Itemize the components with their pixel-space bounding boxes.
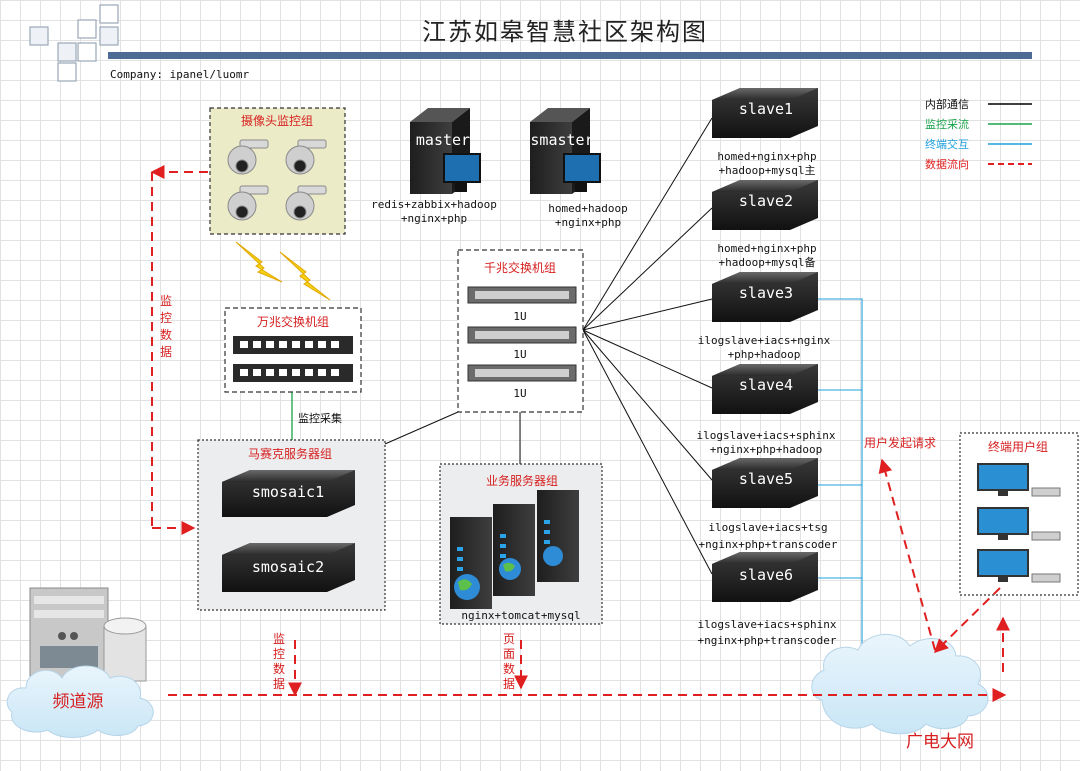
wireless-lightning-icon	[235, 241, 331, 301]
slave4-name: slave4	[739, 376, 793, 394]
database-server-icon	[29, 587, 147, 682]
mosaic-group: 马赛克服务器组 smosaic1 smosaic2	[197, 439, 386, 611]
slave2-name: slave2	[739, 192, 793, 210]
master-services-line1: redis+zabbix+hadoop	[371, 198, 497, 211]
monitor-data-left-char-4: 据	[160, 345, 172, 359]
slave4-server: slave4 ilogslave+iacs+sphinx +nginx+php+…	[696, 364, 836, 456]
switch-unit-2-label: 1U	[513, 348, 526, 361]
internal-links	[384, 117, 713, 575]
slave3-server: slave3 ilogslave+iacs+nginx +php+hadoop	[698, 272, 831, 361]
smosaic1-name: smosaic1	[252, 483, 324, 501]
page-data-char-1: 页	[503, 632, 515, 646]
data-flow-arrows	[150, 165, 1010, 702]
legend-item-label: 数据流向	[925, 157, 969, 171]
page-data-char-2: 面	[503, 647, 515, 661]
broadcast-net-label: 广电大网	[906, 732, 974, 752]
smaster-services-line2: +nginx+php	[555, 216, 621, 229]
slave1-line2: +hadoop+mysql主	[718, 164, 815, 177]
smosaic2-server: smosaic2	[222, 543, 355, 592]
legend-item-label: 监控采流	[925, 117, 969, 131]
monitor-data-left-char-3: 数	[160, 327, 172, 342]
title-underline	[108, 52, 1032, 59]
business-group: 业务服务器组 nginx+tomcat+mysql	[439, 463, 603, 625]
slave5-name: slave5	[739, 470, 793, 488]
slave1-line1: homed+nginx+php	[717, 150, 816, 163]
slave6-name: slave6	[739, 566, 793, 584]
switch-unit-3	[467, 364, 577, 382]
monitor-data-left-char-1: 监	[160, 294, 172, 308]
monitor-icon	[977, 463, 1061, 583]
channel-source: 频道源	[6, 587, 154, 738]
page-data-char-3: 数	[503, 661, 515, 676]
monitor-data-left-label: 监 控 数 据	[160, 294, 172, 359]
slave5-server: slave5 ilogslave+iacs+tsg +nginx+php+tra…	[698, 458, 838, 551]
switch-unit-1	[467, 286, 577, 304]
monitor-data-bottom-char-2: 控	[273, 647, 285, 661]
slave3-name: slave3	[739, 284, 793, 302]
monitor-collect-label: 监控采集	[298, 411, 342, 425]
slave6-line1: ilogslave+iacs+sphinx	[697, 618, 836, 631]
smosaic2-name: smosaic2	[252, 558, 324, 576]
switch-10g-group: 万兆交换机组	[224, 307, 362, 393]
globe-icon	[454, 546, 563, 600]
switch-unit-2	[467, 326, 577, 344]
user-request-label: 用户发起请求	[864, 435, 936, 450]
camera-group: 摄像头监控组	[209, 107, 346, 235]
slave1-server: slave1 homed+nginx+php +hadoop+mysql主	[712, 88, 818, 177]
terminal-links	[818, 298, 863, 665]
monitor-data-left-char-2: 控	[160, 311, 172, 325]
smaster-name: smaster	[530, 131, 593, 149]
slave3-line1: ilogslave+iacs+nginx	[698, 334, 831, 347]
switch-1g-title: 千兆交换机组	[484, 260, 556, 275]
slave6-line2: +nginx+php+transcoder	[697, 634, 836, 647]
page-data-label: 页 面 数 据	[503, 632, 515, 691]
legend-item-label: 终端交互	[925, 137, 969, 151]
mosaic-group-title: 马赛克服务器组	[248, 446, 332, 461]
slave2-line1: homed+nginx+php	[717, 242, 816, 255]
monitor-data-bottom-char-1: 监	[273, 632, 285, 646]
slave4-line2: +nginx+php+hadoop	[710, 443, 823, 456]
slave-servers: slave1 homed+nginx+php +hadoop+mysql主 sl…	[696, 88, 838, 647]
slave2-line2: +hadoop+mysql备	[718, 255, 815, 269]
company-label: Company: ipanel/luomr	[110, 68, 249, 81]
camera-group-title: 摄像头监控组	[241, 113, 313, 128]
legend-item-label: 内部通信	[925, 97, 969, 111]
smaster-server: smaster homed+hadoop +nginx+php	[530, 108, 628, 229]
slave5-line2: +nginx+php+transcoder	[698, 538, 837, 551]
monitor-data-bottom-char-4: 据	[273, 677, 285, 691]
switch-1g-group: 千兆交换机组 1U 1U 1U	[457, 249, 584, 413]
master-server: master redis+zabbix+hadoop +nginx+php	[371, 108, 497, 225]
smosaic1-server: smosaic1	[222, 470, 355, 517]
slave4-line1: ilogslave+iacs+sphinx	[696, 429, 835, 442]
smaster-services-line1: homed+hadoop	[548, 202, 627, 215]
business-services-label: nginx+tomcat+mysql	[461, 609, 580, 622]
slave1-name: slave1	[739, 100, 793, 118]
terminal-user-group: 终端用户组	[959, 432, 1079, 596]
terminal-group-title: 终端用户组	[988, 439, 1048, 454]
switch-unit-1-label: 1U	[513, 310, 526, 323]
monitor-data-bottom-char-3: 数	[273, 661, 285, 676]
master-name: master	[416, 131, 470, 149]
switch-unit-3-label: 1U	[513, 387, 526, 400]
channel-source-label: 频道源	[53, 692, 104, 712]
corner-decoration	[29, 4, 119, 82]
broadcast-network-cloud: 广电大网	[811, 633, 989, 752]
slave3-line2: +php+hadoop	[728, 348, 801, 361]
diagram-title: 江苏如皋智慧社区架构图	[422, 18, 708, 46]
business-group-title: 业务服务器组	[486, 473, 558, 488]
switch-10g-title: 万兆交换机组	[257, 314, 329, 329]
slave2-server: slave2 homed+nginx+php +hadoop+mysql备	[712, 180, 818, 269]
camera-icon	[227, 139, 327, 221]
page-data-char-4: 据	[503, 677, 515, 691]
monitor-data-bottom-label: 监 控 数 据	[273, 632, 285, 691]
master-services-line2: +nginx+php	[401, 212, 467, 225]
slave6-server: slave6 ilogslave+iacs+sphinx +nginx+php+…	[697, 552, 837, 647]
slave5-line1: ilogslave+iacs+tsg	[708, 521, 827, 534]
